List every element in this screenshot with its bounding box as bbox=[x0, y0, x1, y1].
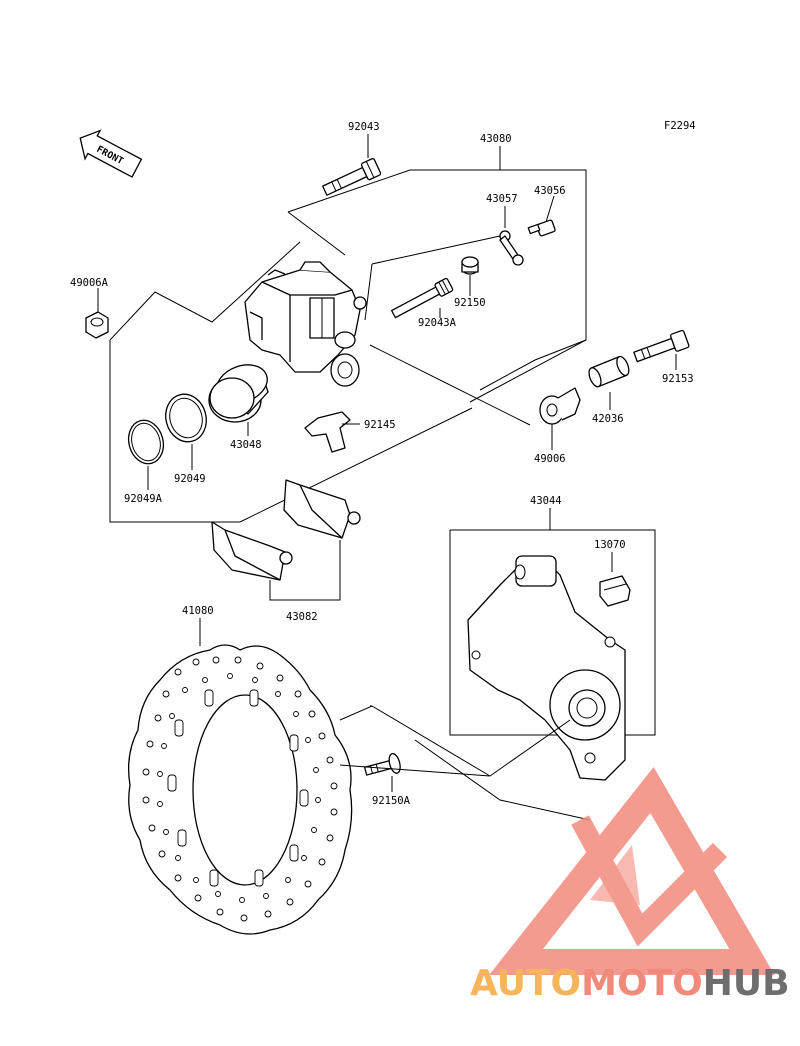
watermark-moto: MOTO bbox=[581, 963, 703, 1004]
spring-92145 bbox=[304, 411, 351, 453]
cap-92150 bbox=[461, 256, 479, 275]
label-43048: 43048 bbox=[230, 439, 262, 451]
label-43082: 43082 bbox=[286, 611, 318, 623]
brake-pad-43082 bbox=[211, 479, 361, 581]
bleeder-43057 bbox=[499, 230, 524, 266]
nut-49006A bbox=[85, 311, 109, 339]
front-arrow-icon: FRONT bbox=[79, 129, 143, 178]
label-42036: 42036 bbox=[592, 413, 624, 425]
caliper-group-outline bbox=[109, 169, 587, 523]
disc-slots bbox=[167, 689, 309, 887]
watermark-text: AUTOMOTOHUB bbox=[470, 963, 790, 1004]
watermark-hub: HUB bbox=[703, 963, 790, 1004]
label-92153: 92153 bbox=[662, 373, 694, 385]
bolt-92043 bbox=[322, 158, 382, 196]
label-92150A: 92150A bbox=[372, 795, 411, 807]
label-41080: 41080 bbox=[182, 605, 214, 617]
caliper-body bbox=[244, 261, 367, 387]
bracket-group-outline bbox=[449, 529, 656, 736]
label-92043A: 92043A bbox=[418, 317, 457, 329]
label-92145: 92145 bbox=[364, 419, 396, 431]
label-43057: 43057 bbox=[486, 193, 518, 205]
brake-disc-41080 bbox=[127, 644, 353, 935]
pin-92043A bbox=[390, 277, 454, 319]
disc-group-outline bbox=[339, 705, 591, 821]
label-43044: 43044 bbox=[530, 495, 562, 507]
caliper-bracket-43044 bbox=[467, 555, 626, 781]
part-labels: 92043 43080 43057 43056 49006A 92150 920… bbox=[70, 121, 694, 807]
boot-49006 bbox=[539, 387, 581, 425]
seal-92049 bbox=[165, 393, 207, 443]
label-92049A: 92049A bbox=[124, 493, 163, 505]
watermark-logo bbox=[489, 766, 775, 975]
label-43080: 43080 bbox=[480, 133, 512, 145]
bolt-92153 bbox=[633, 329, 690, 363]
label-49006: 49006 bbox=[534, 453, 566, 465]
piston-43048 bbox=[208, 364, 269, 423]
seal-92049A bbox=[127, 419, 165, 465]
watermark-auto: AUTO bbox=[470, 963, 581, 1004]
figure-code: F2294 bbox=[664, 120, 696, 132]
bleeder-cap-43056 bbox=[527, 219, 556, 237]
label-49006A: 49006A bbox=[70, 277, 109, 289]
label-43056: 43056 bbox=[534, 185, 566, 197]
leader-lines bbox=[97, 134, 677, 792]
label-92150: 92150 bbox=[454, 297, 486, 309]
disc-holes bbox=[142, 656, 338, 922]
label-92043: 92043 bbox=[348, 121, 380, 133]
clip-13070 bbox=[599, 575, 631, 607]
label-92049: 92049 bbox=[174, 473, 206, 485]
sleeve-42036 bbox=[588, 355, 630, 388]
label-13070: 13070 bbox=[594, 539, 626, 551]
